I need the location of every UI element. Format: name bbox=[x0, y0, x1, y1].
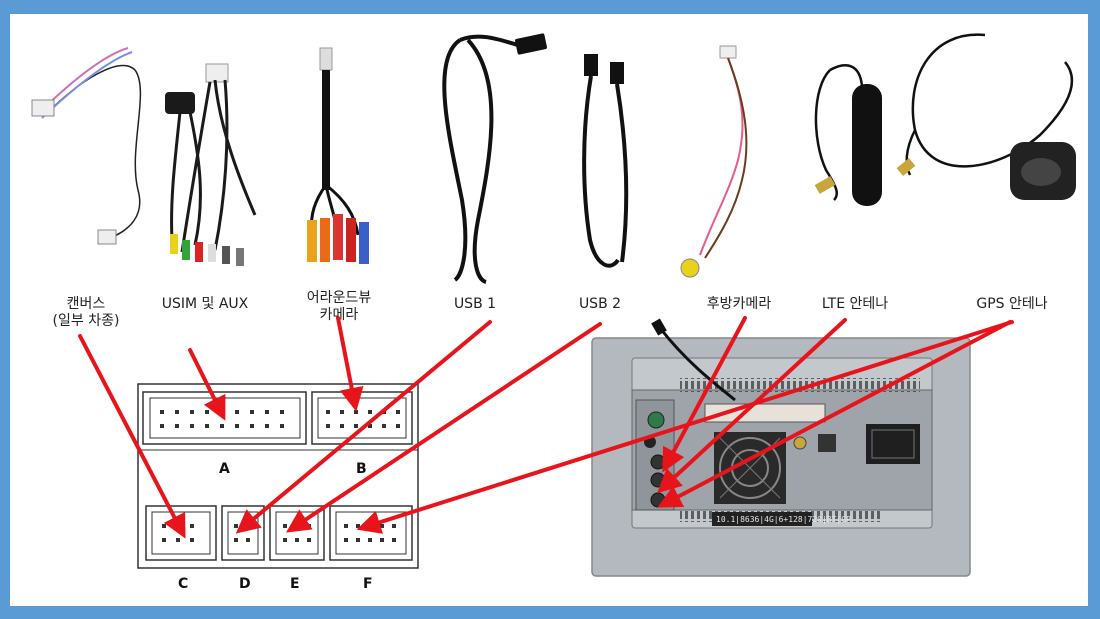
head-unit-back: 10.1|8636|4G|6+128|720|BT|GP bbox=[591, 318, 971, 577]
label-canbus-note: (일부 차종) bbox=[52, 313, 120, 329]
connector-a bbox=[142, 391, 307, 445]
arrow-gps-unit bbox=[657, 320, 1012, 508]
arrow-usim-aux bbox=[188, 348, 226, 421]
label-usb1: USB 1 bbox=[453, 296, 497, 312]
arrow-usb1 bbox=[235, 320, 492, 534]
gps-antenna bbox=[896, 33, 1076, 200]
connector-letter-e: E bbox=[290, 576, 300, 592]
label-canbus: 캔버스 (일부 차종) bbox=[46, 296, 126, 330]
connector-diagram bbox=[137, 383, 419, 569]
arrow-rear-camera bbox=[662, 316, 747, 473]
lte-antenna bbox=[814, 64, 882, 206]
label-canbus-title: 캔버스 bbox=[66, 296, 106, 312]
arrow-canbus bbox=[78, 334, 186, 539]
connector-letter-b: B bbox=[356, 461, 367, 477]
usim-aux-cable bbox=[165, 63, 257, 266]
arrow-usb2 bbox=[286, 322, 602, 533]
usb1-cable bbox=[442, 33, 547, 284]
around-view-cable bbox=[307, 47, 369, 264]
arrows bbox=[78, 316, 1014, 539]
arrow-around-view bbox=[336, 316, 364, 412]
label-rear-camera: 후방카메라 bbox=[706, 296, 772, 312]
connector-letter-a: A bbox=[219, 461, 230, 477]
label-usim-aux: USIM 및 AUX bbox=[161, 296, 249, 312]
label-around-view: 어라운드뷰 카메라 bbox=[294, 290, 384, 324]
rear-camera-cable bbox=[680, 45, 748, 278]
model-label: 10.1|8636|4G|6+128|720|BT|GP bbox=[716, 515, 851, 524]
connector-c bbox=[145, 505, 217, 561]
label-lte: LTE 안테나 bbox=[821, 296, 889, 312]
connector-letter-d: D bbox=[239, 576, 251, 592]
label-gps: GPS 안테나 bbox=[976, 296, 1048, 312]
label-usb2: USB 2 bbox=[578, 296, 622, 312]
connector-letter-f: F bbox=[363, 576, 373, 592]
arrow-gps bbox=[356, 320, 1014, 534]
label-around-view-line2: 카메라 bbox=[319, 307, 359, 323]
label-around-view-line1: 어라운드뷰 bbox=[306, 290, 372, 306]
usb2-cable bbox=[582, 54, 629, 268]
connector-letter-c: C bbox=[178, 576, 189, 592]
canbus-cable bbox=[31, 47, 142, 245]
